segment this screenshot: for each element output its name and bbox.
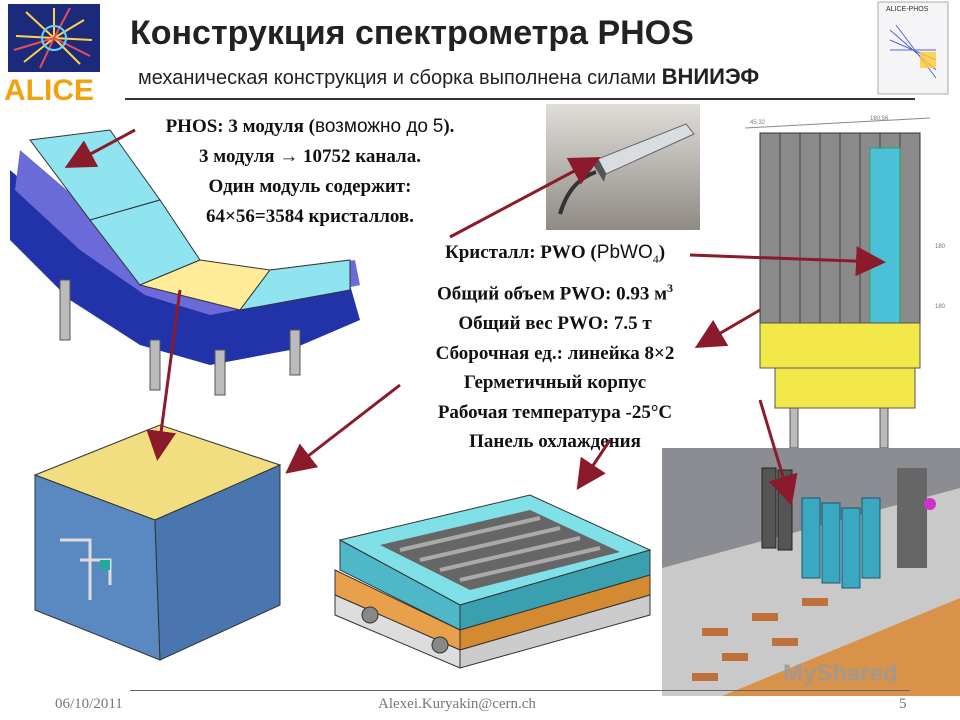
spec-housing: Герметичный корпус (463, 372, 647, 394)
spec-temperature: Рабочая температура -25°C (437, 401, 673, 423)
alice-logo: ALICE (4, 4, 100, 105)
watermark: MyShared (783, 660, 898, 687)
summary-line-1: PHOS: 3 модуля (возможно до 5). (165, 116, 455, 137)
footer-date: 06/10/2011 (55, 696, 123, 712)
summary-line-2: 3 модуля → 10752 канала. (199, 146, 421, 167)
subtitle-org: ВНИИЭФ (661, 64, 760, 89)
page-number: 5 (899, 696, 907, 712)
spec-cooling: Панель охлаждения (469, 431, 641, 453)
module-drawing: 45.32 180.56 180 180 (744, 116, 946, 449)
header-rule (125, 98, 915, 100)
assembly-photo (662, 448, 960, 696)
module-box-image (33, 424, 282, 661)
alice-phos-logo: ALICE-PHOS (877, 1, 949, 95)
phos-summary: PHOS: 3 модуля (возможно до 5). 3 модуля… (110, 112, 510, 232)
summary-line-4: 64×56=3584 кристаллов. (206, 206, 414, 227)
phos-assembly-image (10, 129, 360, 396)
crystal-photo (546, 104, 700, 230)
svg-text:180: 180 (935, 244, 946, 250)
arrow-icon: → (279, 146, 299, 167)
svg-text:45.32: 45.32 (750, 120, 766, 126)
spec-weight: Общий вес PWO: 7.5 т (458, 313, 652, 335)
svg-text:180.56: 180.56 (870, 116, 889, 122)
footer-rule (130, 690, 910, 691)
spec-volume: Общий объем PWO: 0.93 м3 (436, 281, 674, 305)
crystal-specs: Кристалл: PWO (PbWO4) Общий объем PWO: 0… (395, 238, 715, 457)
svg-text:ALICE-PHOS: ALICE-PHOS (886, 6, 929, 13)
spec-crystal: Кристалл: PWO (PbWO4) (444, 242, 666, 266)
cooling-panel-image (334, 494, 652, 669)
svg-text:ALICE: ALICE (4, 74, 94, 105)
subtitle-text: механическая конструкция и сборка выполн… (138, 67, 657, 89)
page-title: Конструкция спектрометра PHOS (130, 14, 694, 52)
page-subtitle: механическая конструкция и сборка выполн… (138, 64, 759, 90)
summary-line-3: Один модуль содержит: (208, 176, 412, 197)
spec-assembly: Сборочная ед.: линейка 8×2 (435, 342, 675, 364)
svg-text:180: 180 (935, 304, 946, 310)
footer-email: Alexei.Kuryakin@cern.ch (378, 696, 536, 712)
